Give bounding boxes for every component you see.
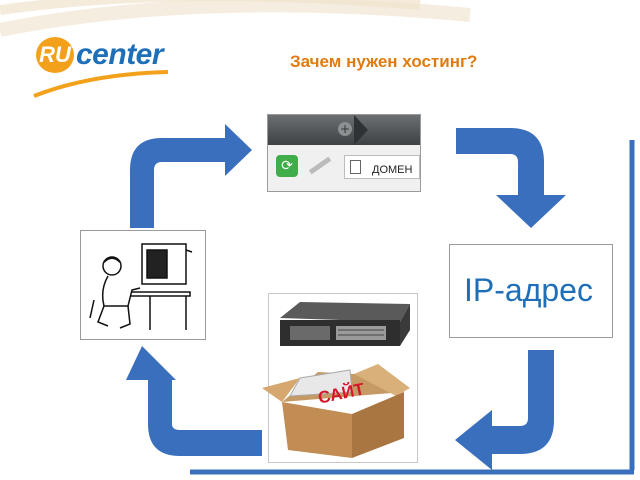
page-title: Зачем нужен хостинг? — [290, 52, 478, 71]
reload-icon: ⟳ — [276, 155, 298, 177]
server-box — [268, 293, 418, 463]
logo-wordmark: center — [76, 38, 164, 71]
pen-icon — [308, 156, 332, 175]
logo-ru-text: RU — [39, 42, 71, 67]
logo-swoosh — [33, 70, 169, 98]
background-swoosh — [0, 0, 471, 37]
ip-address-box — [449, 244, 613, 338]
user-box — [80, 230, 206, 340]
logo-badge: RU — [36, 37, 74, 73]
ip-address-label: IP-адрес — [464, 272, 593, 308]
browser-tab-shape — [354, 115, 368, 145]
arrow-ip-to-server — [455, 350, 554, 470]
page-icon — [350, 160, 361, 174]
domain-label: ДОМЕН — [372, 164, 413, 176]
add-tab-icon: + — [338, 122, 352, 136]
browser-domain-screenshot: + ⟳ — [267, 114, 421, 192]
arrow-user-to-browser — [130, 124, 252, 228]
arrow-server-to-user — [126, 346, 262, 456]
arrow-browser-to-ip — [456, 128, 566, 228]
